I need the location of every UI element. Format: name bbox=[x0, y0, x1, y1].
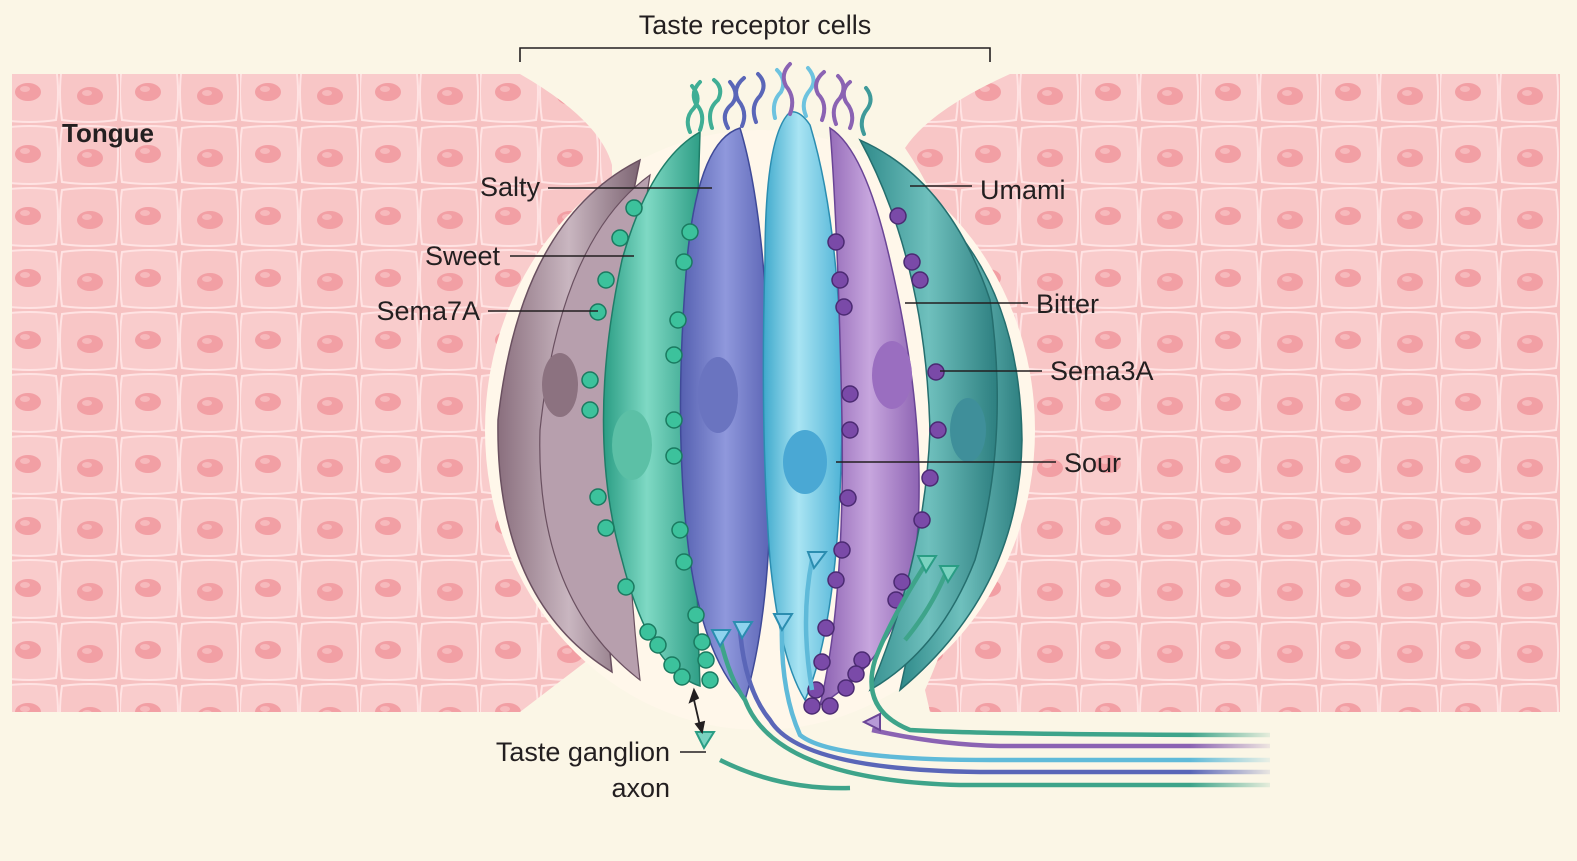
microvilli bbox=[688, 64, 871, 134]
umami-label: Umami bbox=[980, 175, 1066, 205]
sweet-label: Sweet bbox=[425, 241, 501, 271]
nucleus bbox=[542, 353, 578, 417]
nucleus bbox=[698, 357, 738, 433]
axon-label-line1: Taste ganglion bbox=[496, 737, 670, 767]
axon-fade bbox=[1190, 720, 1280, 800]
nucleus bbox=[950, 398, 986, 462]
nucleus bbox=[872, 341, 912, 409]
sema7a-label: Sema7A bbox=[376, 296, 480, 326]
salty-label: Salty bbox=[480, 172, 541, 202]
tongue-label: Tongue bbox=[62, 118, 154, 148]
bitter-label: Bitter bbox=[1036, 289, 1099, 319]
sema3a-label: Sema3A bbox=[1050, 356, 1154, 386]
title-bracket bbox=[520, 48, 990, 62]
sour-label: Sour bbox=[1064, 448, 1121, 478]
title: Taste receptor cells bbox=[639, 10, 872, 40]
nucleus bbox=[783, 430, 827, 494]
nucleus bbox=[612, 410, 652, 480]
axon-label-line2: axon bbox=[611, 773, 670, 803]
